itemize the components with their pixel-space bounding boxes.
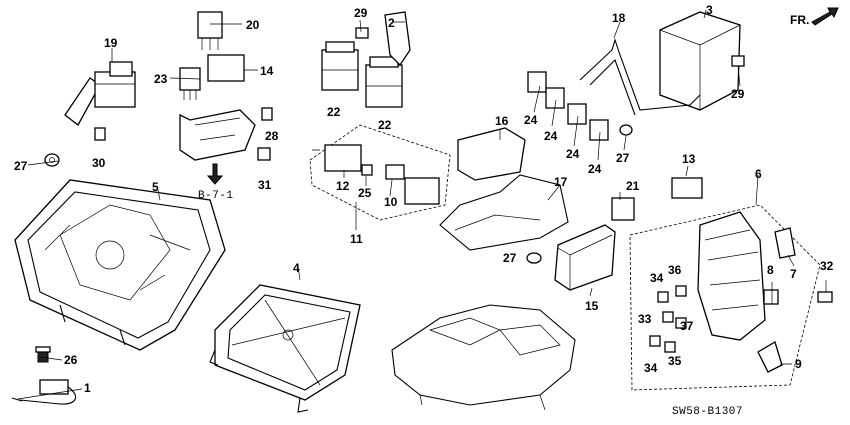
- part-27-nut[interactable]: [44, 153, 60, 167]
- callout-24: 24: [524, 113, 538, 127]
- callout-18: 18: [612, 11, 626, 25]
- part-33-fuse[interactable]: [662, 311, 674, 323]
- part-7-bracket[interactable]: [774, 227, 796, 259]
- callout-24: 24: [566, 147, 580, 161]
- part-22-relay[interactable]: [365, 56, 403, 108]
- part-31-bolt[interactable]: [257, 147, 271, 161]
- part-26-bolt[interactable]: [35, 346, 51, 363]
- part-3-control-module[interactable]: [659, 11, 741, 111]
- callout-27: 27: [616, 151, 630, 165]
- part-37-fuse[interactable]: [675, 317, 687, 329]
- part-11-assembly[interactable]: [309, 124, 451, 221]
- part-27-nut[interactable]: [619, 124, 633, 136]
- callout-2: 2: [388, 16, 395, 30]
- callout-27: 27: [14, 159, 28, 173]
- callout-7: 7: [790, 267, 797, 281]
- part-11-connector[interactable]: [404, 177, 440, 205]
- callout-32: 32: [820, 259, 834, 273]
- part-13-relay[interactable]: [671, 177, 703, 199]
- part-30-bolt[interactable]: [94, 127, 106, 141]
- part-16-control-unit[interactable]: [457, 127, 526, 181]
- car-location-view: [391, 304, 576, 411]
- callout-25: 25: [358, 186, 372, 200]
- part-15-unit[interactable]: [554, 224, 616, 291]
- part-9-bracket[interactable]: [757, 341, 783, 373]
- callout-35: 35: [668, 354, 682, 368]
- callout-13: 13: [682, 152, 696, 166]
- callout-19: 19: [104, 36, 118, 50]
- callout-17: 17: [554, 175, 568, 189]
- part-2-bracket[interactable]: [384, 11, 411, 67]
- callout-11: 11: [350, 232, 363, 246]
- callout-10: 10: [384, 195, 398, 209]
- callout-5: 5: [152, 180, 159, 194]
- callout-24: 24: [544, 129, 558, 143]
- part-25-bolt[interactable]: [361, 164, 373, 176]
- part-18-bracket[interactable]: [579, 38, 701, 116]
- callout-34: 34: [650, 271, 664, 285]
- part-1-sensor-cable[interactable]: [11, 379, 77, 405]
- part-12-unit[interactable]: [324, 144, 362, 172]
- front-direction-arrow: FR.: [790, 7, 839, 27]
- part-17-bracket[interactable]: [439, 174, 569, 251]
- part-8-clip[interactable]: [763, 289, 779, 305]
- part-35-fuse[interactable]: [664, 341, 676, 353]
- callout-15: 15: [585, 299, 599, 313]
- callout-14: 14: [260, 64, 274, 78]
- part-27-nut[interactable]: [526, 252, 542, 264]
- callout-22: 22: [378, 118, 392, 132]
- reference-arrow: B-7-1: [198, 163, 234, 202]
- part-23-relay[interactable]: [179, 67, 201, 100]
- callout-labels: 1 2 3 4 5 6 7 8 9 10 11 12 13 14 15 16 1…: [14, 3, 834, 395]
- callout-24: 24: [588, 162, 602, 176]
- part-21-relay[interactable]: [611, 197, 635, 221]
- callout-26: 26: [64, 353, 78, 367]
- part-5-bracket-plate[interactable]: [14, 179, 226, 351]
- part-28-bolt[interactable]: [261, 107, 273, 121]
- part-4-control-unit[interactable]: [209, 284, 361, 413]
- callout-4: 4: [293, 261, 300, 275]
- relay-bracket[interactable]: [179, 109, 256, 161]
- part-24-relay[interactable]: [527, 71, 547, 93]
- callout-37: 37: [680, 319, 694, 333]
- callout-20: 20: [246, 18, 260, 32]
- callout-27: 27: [503, 251, 517, 265]
- part-24-relay[interactable]: [589, 119, 609, 141]
- callout-3: 3: [706, 3, 713, 17]
- part-29-bolt[interactable]: [355, 27, 369, 39]
- callout-23: 23: [154, 72, 168, 86]
- callout-21: 21: [626, 179, 640, 193]
- direction-label: FR.: [790, 13, 809, 27]
- callout-16: 16: [495, 114, 509, 128]
- part-6-fuse-box[interactable]: [629, 204, 821, 391]
- part-14-relay[interactable]: [207, 54, 245, 82]
- callout-29: 29: [731, 87, 745, 101]
- part-20-relay[interactable]: [197, 11, 223, 50]
- callout-22: 22: [327, 105, 341, 119]
- callout-12: 12: [336, 179, 350, 193]
- part-19-relay-bracket[interactable]: [64, 61, 136, 126]
- callout-34: 34: [644, 361, 658, 375]
- reference-label: B-7-1: [198, 190, 234, 202]
- part-34-fuse[interactable]: [649, 335, 661, 347]
- leader-lines: [17, 9, 827, 400]
- part-22-relay[interactable]: [321, 41, 359, 91]
- callout-36: 36: [668, 263, 682, 277]
- part-32-bolt[interactable]: [817, 291, 833, 303]
- callout-9: 9: [795, 357, 802, 371]
- part-36-fuse[interactable]: [675, 285, 687, 297]
- callout-29: 29: [354, 6, 368, 20]
- callout-33: 33: [638, 312, 652, 326]
- part-29-bolt[interactable]: [731, 55, 745, 67]
- callout-1: 1: [84, 381, 91, 395]
- diagram-code: SW58-B1307: [672, 406, 743, 418]
- callout-31: 31: [258, 178, 272, 192]
- callout-28: 28: [265, 129, 279, 143]
- part-10-clip[interactable]: [385, 164, 405, 180]
- callout-8: 8: [767, 263, 774, 277]
- callout-30: 30: [92, 156, 106, 170]
- part-34-fuse[interactable]: [657, 291, 669, 303]
- callout-6: 6: [755, 167, 762, 181]
